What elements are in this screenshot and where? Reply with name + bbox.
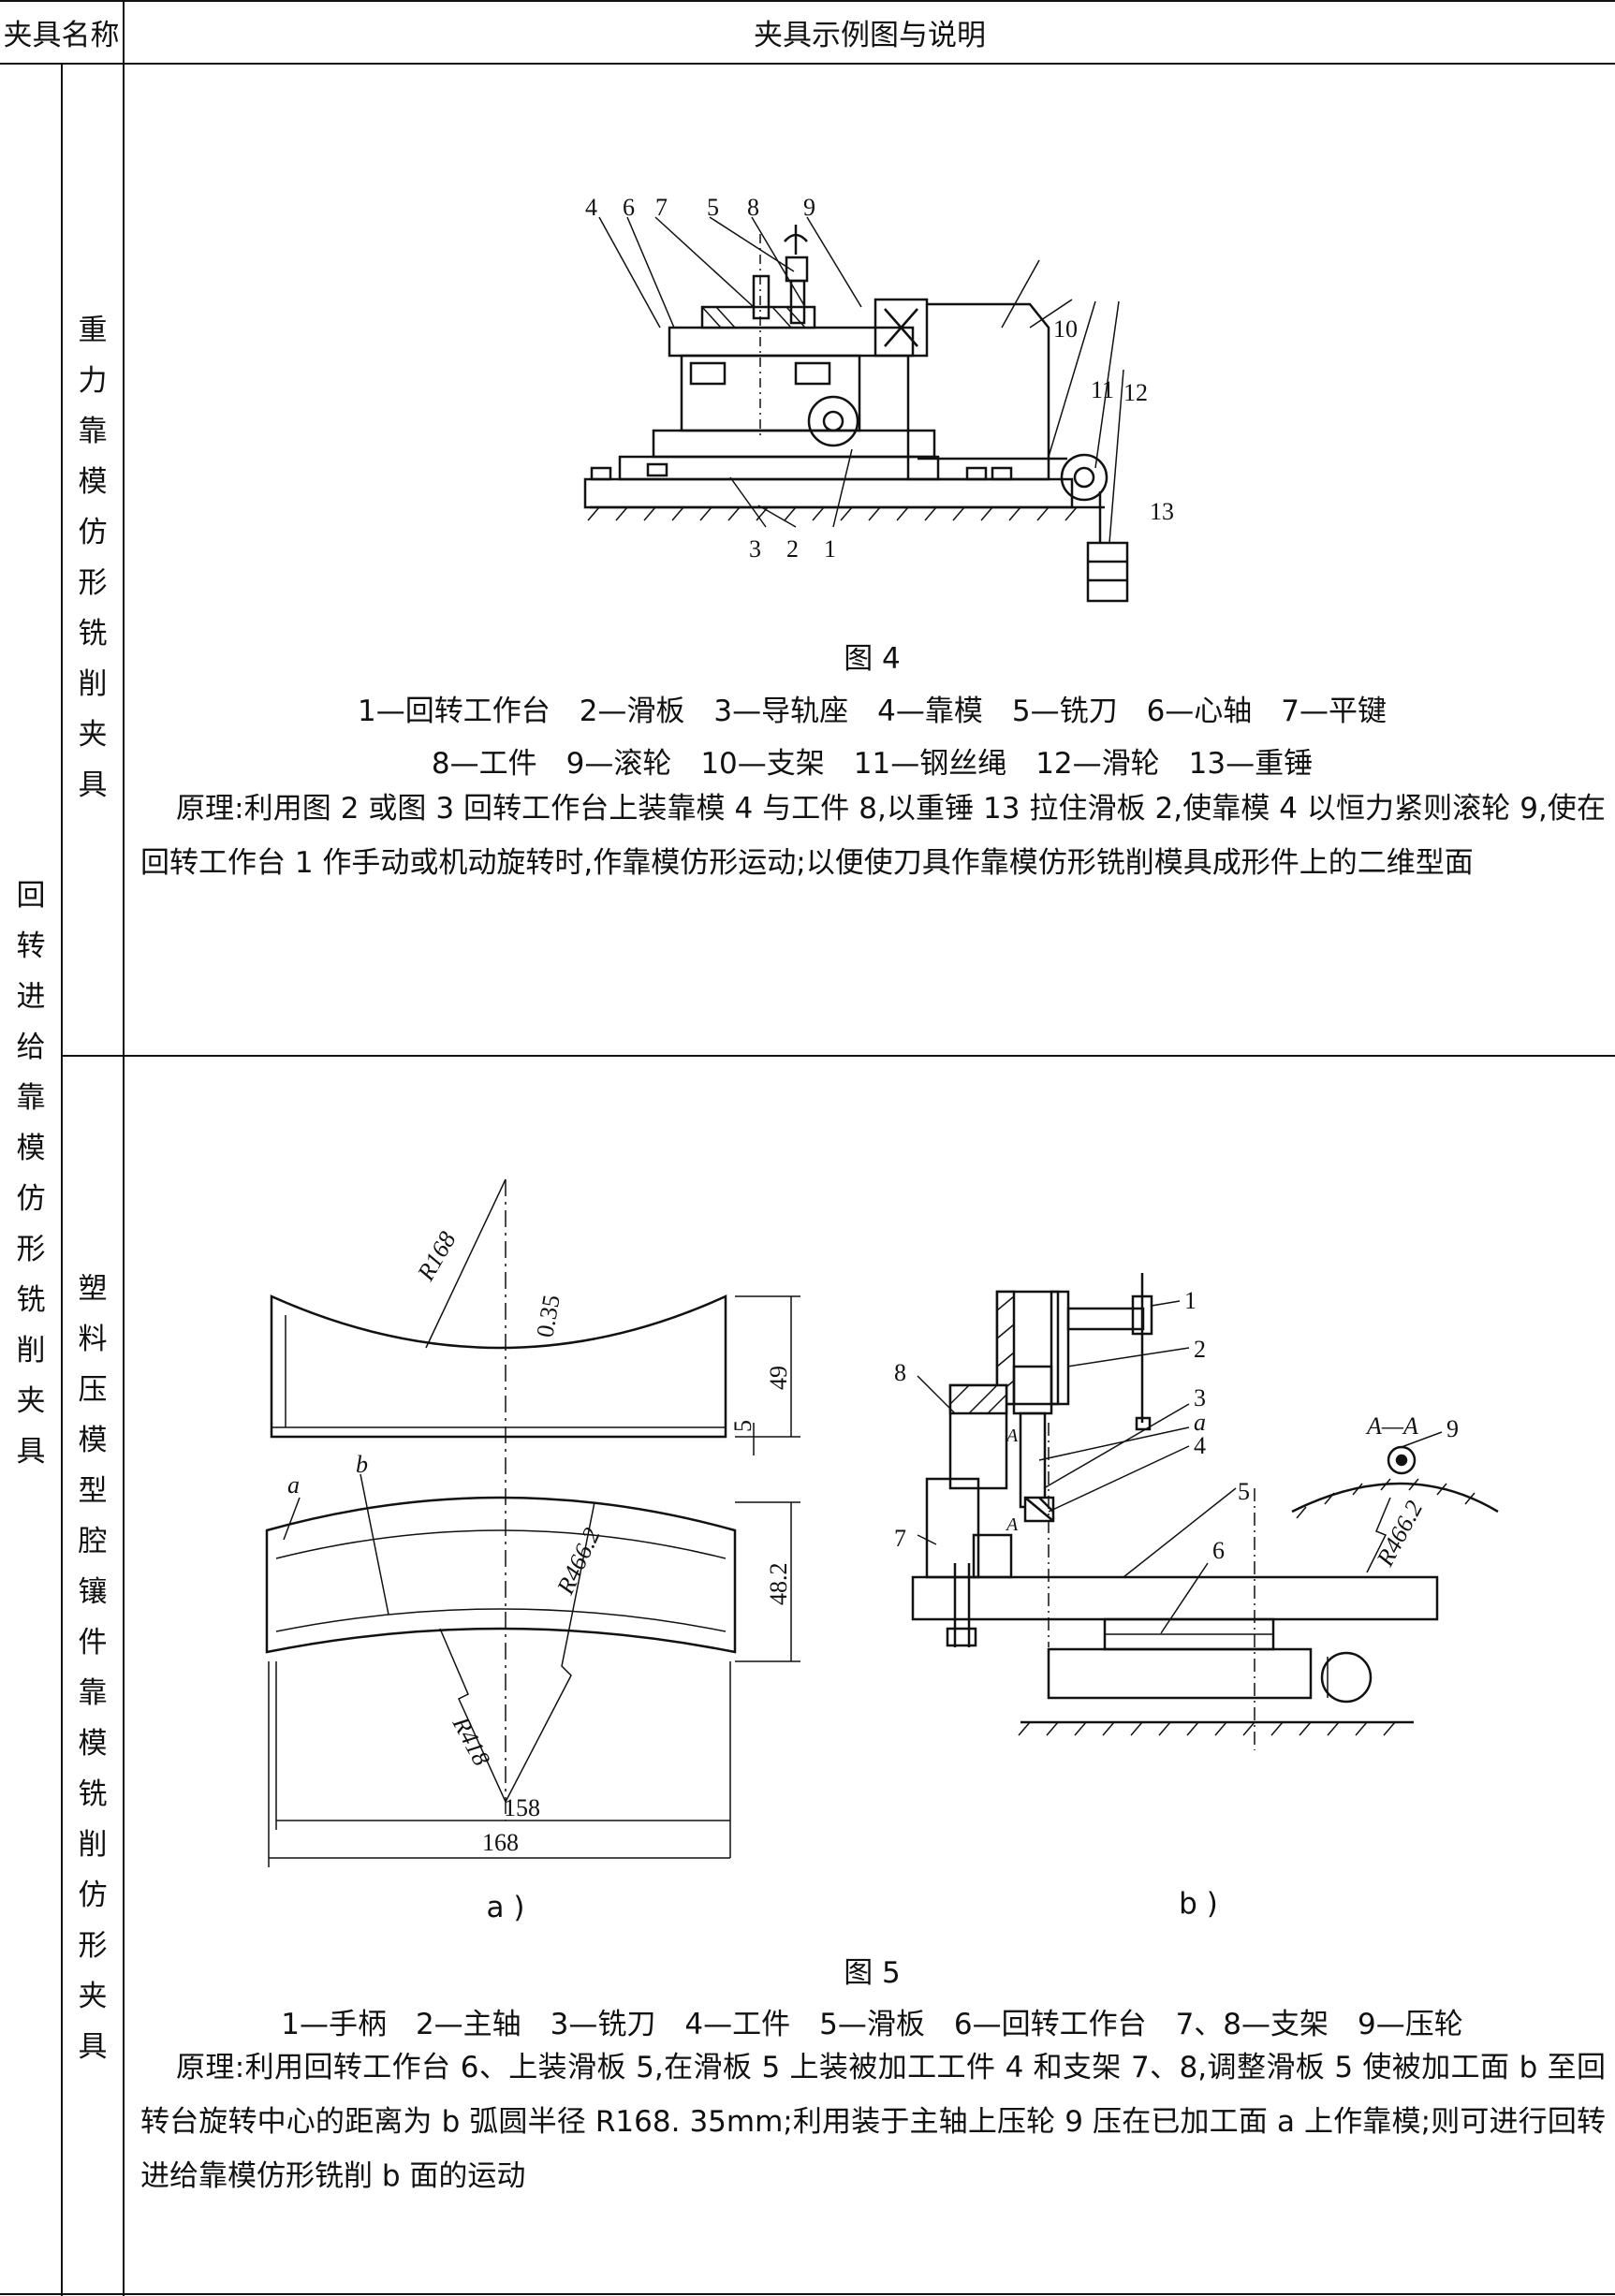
callout-2: 2 xyxy=(786,535,799,563)
col-divider-2 xyxy=(123,0,125,2296)
section1-name: 重力靠 模仿形 铣削夹 具 xyxy=(78,314,108,802)
table-top-border xyxy=(0,0,1615,2)
callout-6: 6 xyxy=(623,197,635,221)
section-mark-a1: A xyxy=(1005,1426,1019,1446)
figure-4-legend-line1: 1—回转工作台 2—滑板 3—导轨座 4—靠模 5—铣刀 6—心轴 7—平键 xyxy=(357,695,1387,728)
callout-8: 8 xyxy=(747,197,759,221)
figure-4-legend-line2: 8—工件 9—滚轮 10—支架 11—钢丝绳 12—滑轮 13—重锤 xyxy=(431,747,1314,781)
callout-b-9: 9 xyxy=(1446,1415,1459,1442)
callout-b-1: 1 xyxy=(1184,1287,1197,1314)
callout-b-a: a xyxy=(1194,1409,1206,1436)
callout-12: 12 xyxy=(1123,379,1148,406)
col-divider-1 xyxy=(61,64,63,2296)
callout-b-3: 3 xyxy=(1194,1384,1206,1411)
callout-b-8: 8 xyxy=(894,1359,906,1386)
callout-10: 10 xyxy=(1053,315,1078,343)
header-col-name: 夹具名称 xyxy=(3,18,120,52)
callout-11: 11 xyxy=(1091,376,1114,403)
callout-b-7: 7 xyxy=(894,1525,906,1552)
figure-4-title: 图 4 xyxy=(844,642,901,676)
figure-5b-drawing: 1 2 3 a 4 8 7 5 6 9 A—A R466.2 A A xyxy=(894,1273,1499,1750)
figure-5a-drawing: R168 0.35 49 5 a b R466.2 48.2 R418 158 … xyxy=(265,1178,800,1867)
dim-r466: R466.2 xyxy=(551,1524,606,1600)
callout-4: 4 xyxy=(585,197,597,221)
dim-158: 158 xyxy=(504,1794,540,1821)
figure-5-title: 图 5 xyxy=(844,1956,901,1990)
dim-168: 168 xyxy=(482,1829,519,1856)
table-bottom-border xyxy=(0,2293,1615,2295)
sub-a-label: a ) xyxy=(486,1891,525,1924)
callout-b-6: 6 xyxy=(1212,1537,1225,1564)
callout-3: 3 xyxy=(749,535,761,563)
callout-7: 7 xyxy=(655,197,668,221)
header-bottom-border xyxy=(0,63,1615,65)
section-mark-a2: A xyxy=(1005,1514,1019,1535)
row-divider xyxy=(61,1055,1615,1057)
callout-9: 9 xyxy=(803,197,815,221)
dim-5: 5 xyxy=(729,1420,756,1432)
dim-48-2: 48.2 xyxy=(765,1563,792,1606)
dim-0-35: 0.35 xyxy=(531,1293,565,1339)
label-a: a xyxy=(287,1471,300,1499)
section-r466: R466.2 xyxy=(1371,1497,1428,1572)
header-col-description: 夹具示例图与说明 xyxy=(754,18,986,52)
figure-5-legend: 1—手柄 2—主轴 3—铣刀 4—工件 5—滑板 6—回转工作台 7、8—支架 … xyxy=(281,2008,1463,2041)
figure-4-drawing: 4 6 7 5 8 9 10 11 12 13 3 2 1 xyxy=(583,197,1174,603)
section1-principle: 原理:利用图 2 或图 3 回转工作台上装靠模 4 与工件 8,以重锤 13 拉… xyxy=(140,792,1606,880)
callout-b-4: 4 xyxy=(1194,1432,1206,1459)
group-label: 回转进 给靠模 仿形铣 削夹具 xyxy=(16,879,46,1469)
callout-b-5: 5 xyxy=(1238,1478,1250,1505)
dim-r418: R418 xyxy=(447,1711,495,1770)
callout-b-2: 2 xyxy=(1194,1336,1206,1363)
dim-49: 49 xyxy=(765,1366,792,1390)
callout-13: 13 xyxy=(1150,498,1174,525)
callout-5: 5 xyxy=(707,197,719,221)
sub-b-label: b ) xyxy=(1179,1887,1218,1921)
section2-principle: 原理:利用回转工作台 6、上装滑板 5,在滑板 5 上装被加工工件 4 和支架 … xyxy=(140,2051,1606,2193)
label-b: b xyxy=(356,1451,368,1478)
section-aa-label: A—A xyxy=(1365,1412,1418,1440)
dim-r168: R168 xyxy=(412,1227,462,1286)
section2-name: 塑料压 模型腔 镶件靠 模铣削 仿形夹 具 xyxy=(78,1272,108,2064)
callout-1: 1 xyxy=(824,535,836,563)
